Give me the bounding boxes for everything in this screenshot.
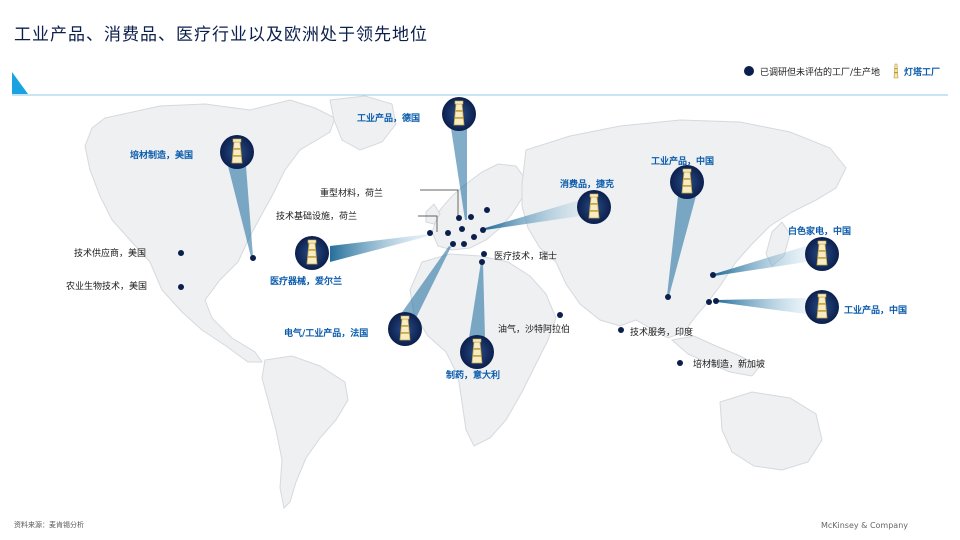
beam-china-white (714, 246, 806, 276)
site-label: 重型材料，荷兰 (320, 189, 384, 199)
site-dot (456, 215, 462, 221)
beam-usa (228, 166, 253, 257)
site-dot (479, 259, 485, 265)
legend-site-label: 已调研但未评估的工厂/生产地 (759, 67, 880, 78)
header-divider (12, 72, 948, 96)
site-dot (557, 312, 563, 318)
lighthouse-usa-icon (219, 134, 255, 170)
site-dot (445, 230, 451, 236)
lighthouse-caption: 制药，意大利 (446, 371, 501, 381)
australia (719, 391, 823, 471)
beam-china-industrial (717, 298, 806, 314)
beam-ireland (330, 234, 429, 262)
site-dot (450, 241, 456, 247)
brand-footer: McKinsey & Company (820, 521, 908, 530)
lighthouse-france-icon (387, 311, 423, 347)
greenland (329, 95, 397, 151)
north-america (84, 99, 336, 363)
site-dot (427, 230, 433, 236)
site-dot (471, 234, 477, 240)
site-dot (484, 207, 490, 213)
site-dot (706, 299, 712, 305)
southeast-asia (670, 335, 761, 377)
beam-china-north (667, 196, 696, 296)
lighthouse-czech-icon (576, 189, 612, 225)
site-dot (481, 251, 487, 257)
lighthouse-caption: 工业产品，中国 (651, 157, 715, 167)
site-label: 技术基础设施，荷兰 (276, 212, 358, 222)
beam-germany (451, 128, 467, 220)
lighthouse-ireland-icon (294, 235, 330, 271)
lighthouse-china-north-icon (669, 164, 705, 200)
lighthouse-caption: 工业产品，德国 (357, 114, 421, 124)
lighthouse-beams (228, 128, 806, 338)
site-dot (618, 327, 624, 333)
site-label: 农业生物技术，美国 (66, 282, 148, 292)
lighthouse-icon (893, 63, 899, 79)
lighthouse-caption: 电气/工业产品，法国 (284, 329, 369, 339)
site-label: 技术服务，印度 (630, 328, 694, 338)
site-label: 技术供应商，美国 (74, 249, 147, 259)
lighthouse-caption: 消费品，捷克 (560, 180, 615, 190)
site-dot (178, 250, 184, 256)
site-dot (713, 298, 719, 304)
south-america (261, 355, 349, 510)
lighthouse-china-industrial-icon (804, 289, 840, 325)
lighthouse-caption: 工业产品，中国 (844, 306, 908, 316)
leader-lines (418, 189, 459, 232)
site-dot (461, 241, 467, 247)
lighthouse-caption: 培材制造，美国 (130, 151, 194, 161)
beam-czech (485, 200, 580, 230)
legend-lighthouse-label: 灯塔工厂 (903, 67, 940, 78)
lighthouse-caption: 医疗器械，爱尔兰 (270, 277, 343, 287)
lighthouse-china-white-icon (804, 236, 840, 272)
site-dot (468, 214, 474, 220)
site-dot (665, 294, 671, 300)
beam-italy (469, 262, 485, 338)
site-dot (480, 227, 486, 233)
site-dot (459, 226, 465, 232)
source-note: 资料来源：麦肯锡分析 (14, 521, 84, 529)
site-label: 培材制造，新加坡 (693, 360, 766, 370)
lighthouse-germany-icon (441, 96, 477, 132)
europe (431, 163, 527, 251)
site-dot (178, 284, 184, 290)
lighthouse-caption: 白色家电，中国 (788, 227, 852, 237)
site-markers (178, 207, 719, 366)
legend: 已调研但未评估的工厂/生产地 灯塔工厂 (743, 62, 940, 80)
site-marker-icon (743, 66, 754, 76)
site-dot (250, 255, 256, 261)
site-label: 医疗技术，瑞士 (494, 252, 558, 262)
lighthouse-italy-icon (459, 334, 495, 370)
page-title: 工业产品、消费品、医疗行业以及欧洲处于领先地位 (14, 25, 428, 45)
site-dot (710, 272, 716, 278)
site-dot (677, 360, 683, 366)
site-label: 油气，沙特阿拉伯 (498, 325, 571, 335)
beam-france (398, 246, 451, 322)
